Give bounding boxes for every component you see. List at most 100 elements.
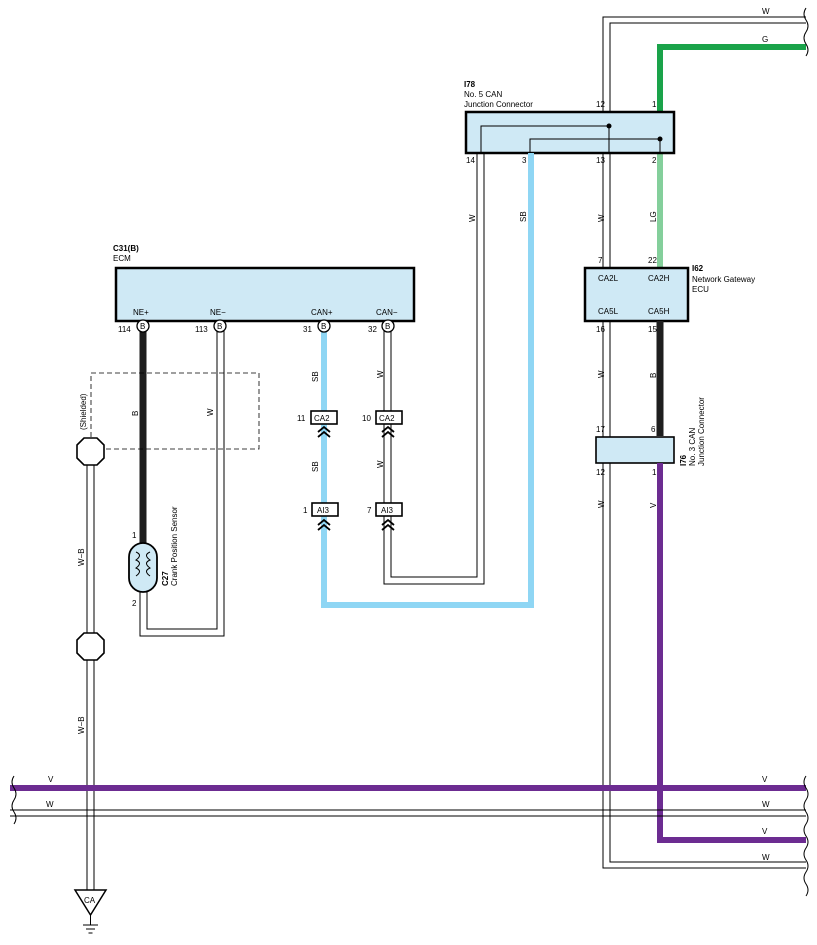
wire-label-w-i78-13: W [597,214,606,222]
i78-pin-bottom-3: 3 [522,156,527,165]
wire-label-g: G [762,35,768,44]
i78-box [464,110,676,155]
wire-w-bus [10,809,806,817]
ai3-label-right: AI3 [381,506,394,515]
sensor-pin-1: 1 [132,531,137,540]
wire-sky-blue-sb [321,153,534,608]
wire-violet-v-right [657,463,806,843]
wire-label-lg: LG [649,211,658,222]
i78-pin-bottom-13: 13 [596,156,605,165]
i62-pin-top-7: 7 [598,256,603,265]
wire-label-w-ne-minus: W [206,408,215,416]
break-mark-left [11,775,17,825]
ai3-pin-7: 7 [367,506,372,515]
ecm-pin-label-can-minus: CAN− [376,308,398,317]
ecm-pin-number-114: 114 [118,325,131,334]
ecm-pin-label-can-plus: CAN+ [311,308,333,317]
ca2-label-left: CA2 [314,414,330,423]
network-gateway-ecu-i62: 7 22 I62 Network Gateway ECU CA2L CA2H C… [583,256,755,334]
ecm-pin-label-ne-plus: NE+ [133,308,149,317]
wire-label-b-gateway: B [649,373,658,378]
break-mark-bottom-right [803,775,809,897]
ai3-pin-1: 1 [303,506,308,515]
splice-point-upper [76,437,105,466]
i76-box [595,436,675,464]
i62-label-ca2l: CA2L [598,274,619,283]
ground-label: CA [84,896,96,905]
wire-label-v-bus-left: V [48,775,54,784]
i62-label-ca5h: CA5H [648,307,670,316]
wire-label-sb-can-plus-lower: SB [311,461,320,472]
i62-pin-bottom-15: 15 [648,325,657,334]
sensor-name: Crank Position Sensor [170,506,179,586]
junction-connector-i78: I78 No. 5 CAN Junction Connector 12 1 14… [464,80,676,165]
i62-pin-bottom-16: 16 [596,325,605,334]
sensor-pin-2: 2 [132,599,137,608]
ecm-pin-number-32: 32 [368,325,377,334]
i62-label-ca5l: CA5L [598,307,619,316]
i62-pin-top-22: 22 [648,256,657,265]
i78-name-line2: Junction Connector [464,100,533,109]
splice-point-lower [76,632,105,661]
i78-pin-bottom-14: 14 [466,156,475,165]
break-mark-top-right [803,7,809,57]
i78-pin-top-1: 1 [652,100,657,109]
ecm-pin-mark-31: B [321,322,326,331]
ecm-pin-mark-113: B [217,322,222,331]
wire-label-w-i76-12: W [597,500,606,508]
wire-w-can-minus [383,153,485,585]
sensor-code: C27 [161,571,170,586]
i78-name-line1: No. 5 CAN [464,90,502,99]
connector-ca2: CA2 11 CA2 10 [297,410,403,438]
shield-dashed-box [90,372,260,450]
wire-label-w-top: W [762,7,770,16]
i76-pin-top-6: 6 [651,425,656,434]
ecm-box [114,266,416,323]
connector-ai3: AI3 1 AI3 7 [303,502,403,531]
wire-w-ne-minus [139,326,225,637]
crank-position-sensor-c27: 1 2 C27 Crank Position Sensor [128,506,179,608]
wire-green-g [657,44,806,112]
wire-label-sb-i78-3: SB [519,211,528,222]
ca2-pin-10: 10 [362,414,371,423]
ecm-pin-mark-114: B [140,322,145,331]
ecm-code: C31(B) [113,244,139,253]
ca2-pin-11: 11 [297,414,306,423]
ecm-pin-mark-32: B [385,322,390,331]
ecm-pin-number-113: 113 [195,325,208,334]
wire-label-wb-lower: W−B [77,716,86,734]
i62-name-line2: ECU [692,285,709,294]
i76-pin-bottom-1: 1 [652,468,657,477]
ca2-label-right: CA2 [379,414,395,423]
junction-connector-i76: 17 6 12 1 I76 No. 3 CAN Junction Connect… [595,397,706,477]
wire-label-w-bus-right: W [762,800,770,809]
ecm-name: ECM [113,254,131,263]
i76-code: I76 [679,454,688,466]
i76-name-line2: Junction Connector [697,397,706,466]
wire-label-w-can-minus-upper: W [376,370,385,378]
wire-label-w-can-minus-lower: W [376,460,385,468]
wire-label-v-bus-right: V [762,775,768,784]
ecm-pin-label-ne-minus: NE− [210,308,226,317]
wire-label-sb-can-plus-upper: SB [311,371,320,382]
ecm-pin-number-31: 31 [303,325,312,334]
i62-name-line1: Network Gateway [692,275,755,284]
i78-pin-bottom-2: 2 [652,156,657,165]
i62-label-ca2h: CA2H [648,274,670,283]
wire-w-b-shield [86,465,95,890]
wire-label-w-bottom-right: W [762,853,770,862]
ground-ca: CA [73,889,108,934]
i76-pin-bottom-12: 12 [596,468,605,477]
ecm-pin-markers: B B B B [136,319,395,333]
ecm-c31b: C31(B) ECM NE+ NE− CAN+ CAN− 114 113 31 … [113,244,416,334]
wire-label-w-bus-left: W [46,800,54,809]
wire-label-b-ne-plus: B [131,411,140,416]
wire-label-v-i76: V [649,502,658,508]
wire-label-w-i78-14: W [468,214,477,222]
shielded-label: (Shielded) [79,393,88,430]
wire-label-w-gateway-16: W [597,370,606,378]
i62-code: I62 [692,264,704,273]
wire-label-v-bottom-right: V [762,827,768,836]
i78-pin-top-12: 12 [596,100,605,109]
